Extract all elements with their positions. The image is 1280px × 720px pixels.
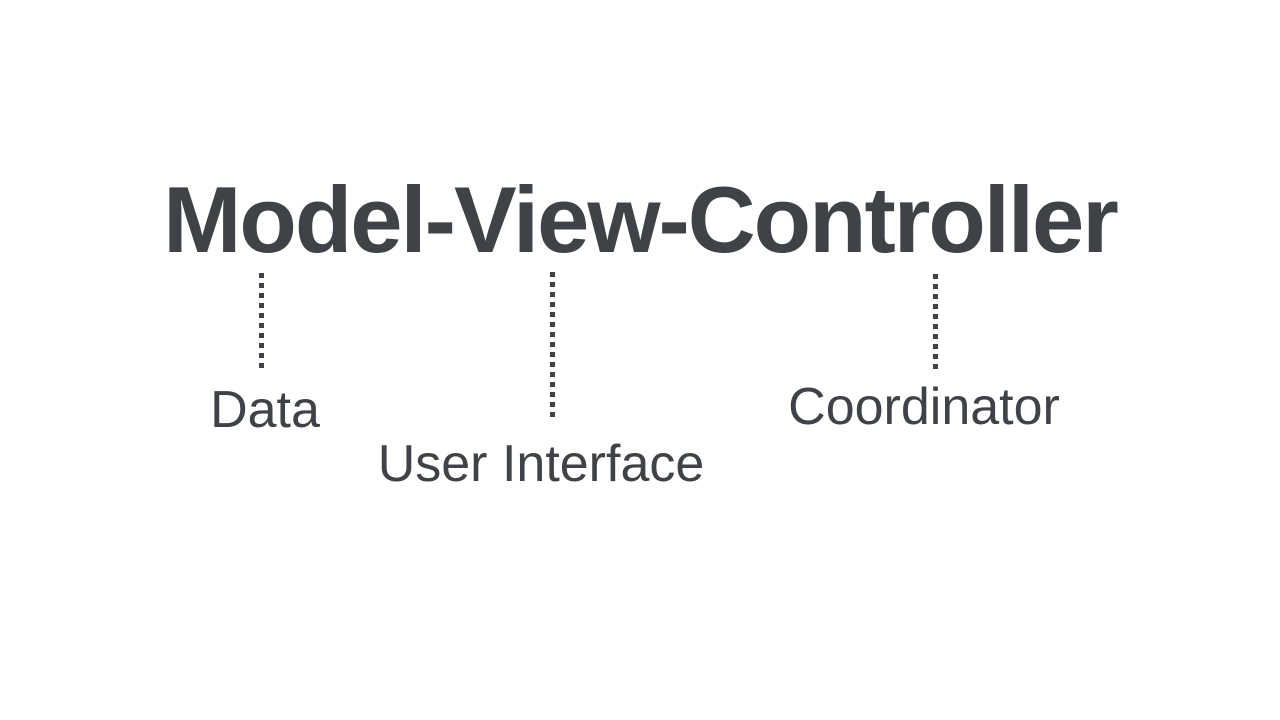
controller-annotation-label: Coordinator — [788, 378, 1060, 436]
view-annotation-label: User Interface — [377, 435, 705, 493]
diagram-title: Model-View-Controller — [163, 167, 1119, 272]
model-annotation-label: Data — [210, 381, 320, 439]
model-dotted-connector-line — [259, 273, 264, 368]
view-dotted-connector-line — [550, 272, 555, 422]
controller-dotted-connector-line — [933, 274, 938, 369]
